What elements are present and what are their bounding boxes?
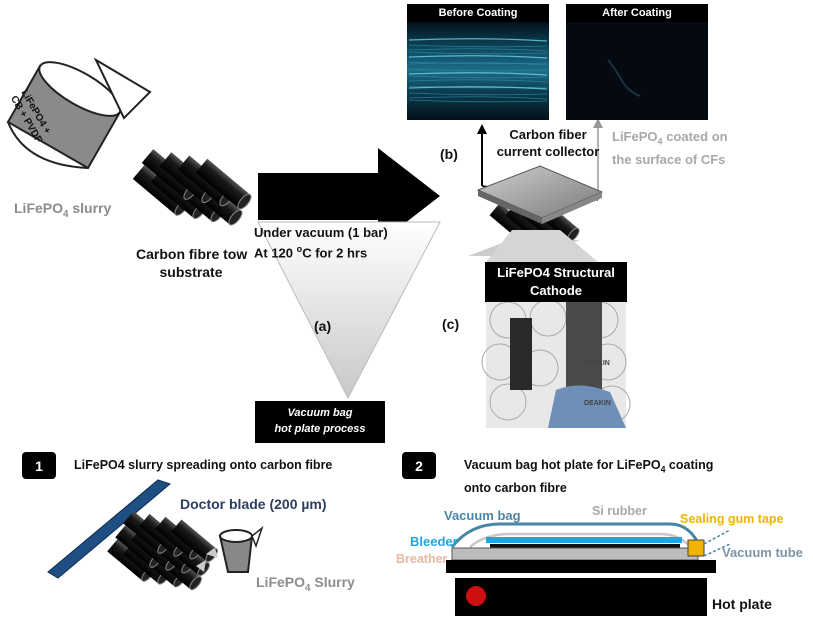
vacuum-bag-setup-icon	[446, 522, 731, 616]
breather-label: Breather	[396, 552, 448, 566]
hot-plate-label: Hot plate	[712, 596, 772, 612]
fiber-streak	[408, 96, 548, 100]
tow-substrate-label: Carbon fibre tow substrate	[136, 246, 248, 280]
before-coating-label: Before Coating	[407, 4, 549, 22]
si-rubber-label: Si rubber	[592, 504, 647, 518]
fiber-streak	[408, 79, 548, 83]
after-coating-label: After Coating	[566, 4, 708, 22]
process-box-bg	[255, 401, 385, 443]
process-beam-icon	[257, 221, 441, 400]
fiber-streak	[408, 51, 548, 55]
coated-surface-label: LiFePO4 coated on the surface of CFs	[612, 129, 728, 167]
fiber-streak	[408, 68, 548, 72]
collector-label: Carbon fiber current collector	[496, 127, 600, 159]
step-2-title: Vacuum bag hot plate for LiFePO4 coating…	[464, 458, 714, 495]
vacuum-tube-label: Vacuum tube	[722, 545, 803, 560]
cathode-title: LiFePO4 Structural Cathode	[497, 265, 615, 298]
doctor-blade-label: Doctor blade (200 µm)	[180, 496, 327, 512]
fiber-streak	[408, 75, 548, 79]
slurry-beaker-icon	[6, 57, 152, 170]
fiber-streak	[408, 48, 548, 52]
process-box-label: Vacuum bag hot plate process	[274, 407, 366, 435]
cathode-beam-icon	[486, 230, 598, 262]
label-b: (b)	[440, 146, 458, 162]
fiber-streak	[408, 99, 548, 103]
process-conditions-label: Under vacuum (1 bar) At 120 oC for 2 hrs	[254, 225, 388, 261]
fiber-streak	[408, 86, 548, 90]
fiber-streak	[408, 55, 548, 59]
cathode-photo-image	[481, 298, 631, 428]
fiber-streak	[408, 62, 548, 66]
vacuum-bag-label: Vacuum bag	[444, 508, 521, 523]
doctor-blade-icon	[47, 479, 172, 579]
bleeder-label: Bleeder	[410, 534, 458, 549]
fiber-streak	[408, 85, 548, 89]
fibre-cylinder	[195, 158, 252, 210]
bottom-slurry-label: LiFePO4 Slurry	[256, 574, 355, 594]
step-1-title: LiFePO4 slurry spreading onto carbon fib…	[74, 458, 333, 472]
bottom-carbon-fibre-icon	[107, 511, 218, 591]
photo-logo-text-2: DEAKIN	[584, 400, 611, 407]
label-c: (c)	[442, 316, 460, 332]
slurry-label: LiFePO4 slurry	[14, 200, 112, 220]
fiber-streak	[408, 44, 548, 48]
bottom-slurry-beaker-icon	[196, 525, 264, 573]
label-a: (a)	[314, 318, 332, 334]
process-arrow-icon	[258, 148, 440, 244]
photo-logo-text: DEAKIN	[583, 360, 610, 367]
step-2-badge: 2	[402, 452, 436, 479]
sealing-tape-label: Sealing gum tape	[680, 512, 784, 526]
step-1-badge: 1	[22, 452, 56, 479]
carbon-fibre-tow-icon	[132, 149, 252, 226]
cathode-title-bg	[485, 262, 627, 302]
fiber-streak	[408, 61, 548, 65]
after-coating-image	[566, 22, 708, 120]
fiber-streak	[408, 72, 548, 76]
fiber-streak	[408, 38, 548, 42]
fiber-streak	[408, 92, 548, 96]
